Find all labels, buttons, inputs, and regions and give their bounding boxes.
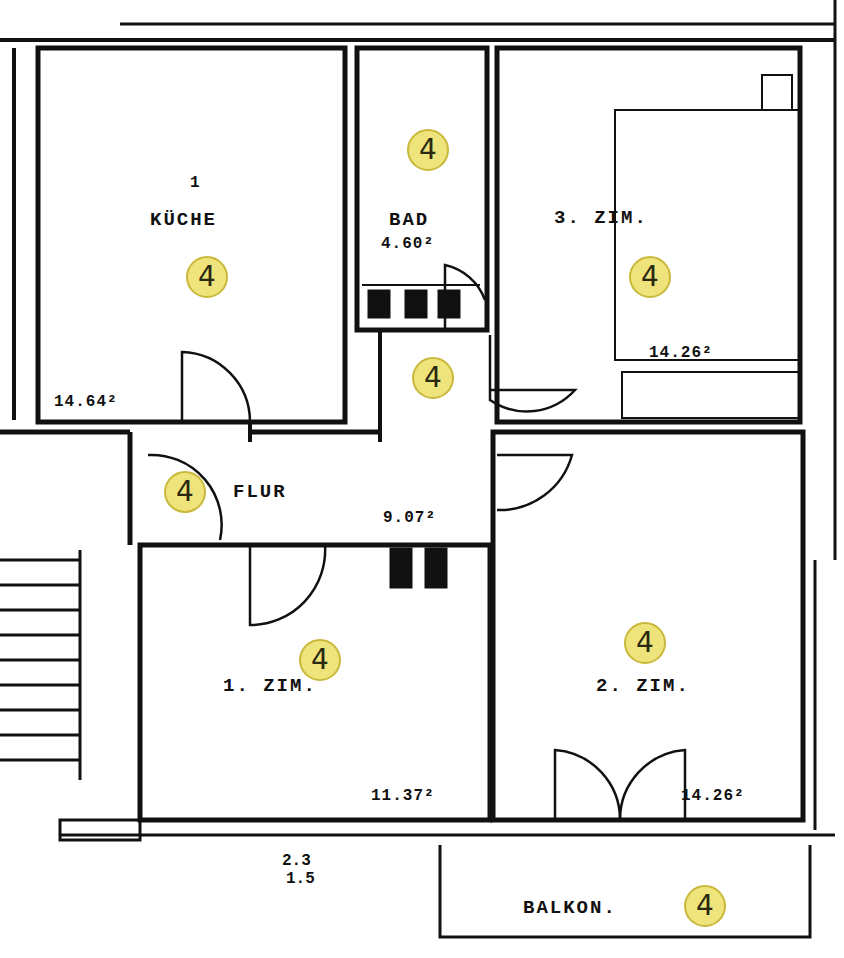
wall bbox=[357, 48, 487, 330]
room: 3. ZIM. 14.26² 4 bbox=[499, 50, 798, 368]
room: KÜCHE 14.64² 4 bbox=[40, 50, 343, 420]
furniture bbox=[762, 75, 792, 110]
wall bbox=[497, 48, 800, 422]
wall bbox=[493, 432, 803, 820]
wall bbox=[814, 560, 817, 830]
wall bbox=[378, 330, 382, 442]
wall bbox=[12, 48, 16, 420]
room-name: 3. ZIM. bbox=[554, 208, 648, 229]
door-swing bbox=[555, 750, 620, 820]
room: 1. ZIM. 11.37² 4 bbox=[143, 548, 488, 818]
room: 2. ZIM. 14.26² 4 bbox=[496, 435, 801, 818]
callout-circle: 4 bbox=[629, 256, 671, 298]
wall bbox=[60, 834, 835, 837]
room-name: 1. ZIM. bbox=[223, 676, 317, 697]
walls bbox=[0, 0, 835, 937]
room-area: 4.60² bbox=[381, 236, 434, 254]
callout-circle: 4 bbox=[407, 129, 449, 171]
door-swing bbox=[490, 335, 575, 411]
room: BAD 4.60² 4 bbox=[359, 50, 485, 280]
furniture bbox=[622, 372, 800, 418]
wall bbox=[250, 430, 380, 435]
wall bbox=[120, 23, 835, 26]
wall bbox=[362, 284, 480, 286]
room-name: KÜCHE bbox=[150, 210, 217, 231]
room-area: 14.26² bbox=[681, 788, 745, 806]
wall bbox=[60, 820, 140, 840]
wall bbox=[248, 422, 252, 442]
room-area: 11.37² bbox=[371, 788, 435, 806]
dimension-label: 2.3 bbox=[282, 852, 311, 870]
callout-circle: 4 bbox=[624, 622, 666, 664]
door-swing bbox=[445, 265, 485, 330]
wall bbox=[0, 430, 130, 435]
callout-circle: 4 bbox=[164, 471, 206, 513]
callout-number: 4 bbox=[301, 641, 339, 679]
door-swing bbox=[182, 352, 250, 422]
callout-number: 4 bbox=[686, 887, 724, 925]
room-area: 14.64² bbox=[54, 394, 118, 412]
callout-number: 4 bbox=[631, 258, 669, 296]
wall bbox=[38, 48, 345, 422]
callout-number: 4 bbox=[409, 131, 447, 169]
wall bbox=[128, 432, 133, 545]
room: FLUR 9.07² 4 4 bbox=[133, 332, 490, 544]
callout-circle: 4 bbox=[299, 639, 341, 681]
bed bbox=[615, 110, 800, 360]
door-swing bbox=[148, 455, 222, 540]
callout-circle: 4 bbox=[684, 885, 726, 927]
chimney bbox=[438, 290, 460, 318]
wall bbox=[0, 38, 835, 42]
stairs bbox=[0, 550, 80, 780]
room-area: 9.07² bbox=[383, 510, 436, 528]
callout-circle: 4 bbox=[412, 357, 454, 399]
callout-circle: 4 bbox=[186, 256, 228, 298]
chimney bbox=[390, 548, 412, 588]
door-swing bbox=[250, 545, 325, 625]
door-swing bbox=[620, 750, 685, 820]
room: BALKON. 4 bbox=[443, 848, 808, 935]
callout-number: 4 bbox=[414, 359, 452, 397]
room-name: FLUR bbox=[233, 482, 287, 503]
room-area: 14.26² bbox=[649, 345, 713, 363]
callout-number: 4 bbox=[626, 624, 664, 662]
chimney bbox=[405, 290, 427, 318]
dimension-label: 1 bbox=[190, 174, 200, 192]
room-name: BAD bbox=[389, 210, 429, 231]
callout-number: 4 bbox=[166, 473, 204, 511]
dimension-label: 1.5 bbox=[286, 870, 315, 888]
wall bbox=[140, 545, 490, 820]
callout-number: 4 bbox=[188, 258, 226, 296]
chimney bbox=[368, 290, 390, 318]
chimney bbox=[425, 548, 447, 588]
room-name: 2. ZIM. bbox=[596, 676, 690, 697]
balcony-rail bbox=[440, 845, 810, 937]
room-name: BALKON. bbox=[523, 898, 617, 919]
door-swing bbox=[497, 455, 572, 510]
wall bbox=[834, 0, 837, 560]
doors bbox=[148, 265, 685, 820]
